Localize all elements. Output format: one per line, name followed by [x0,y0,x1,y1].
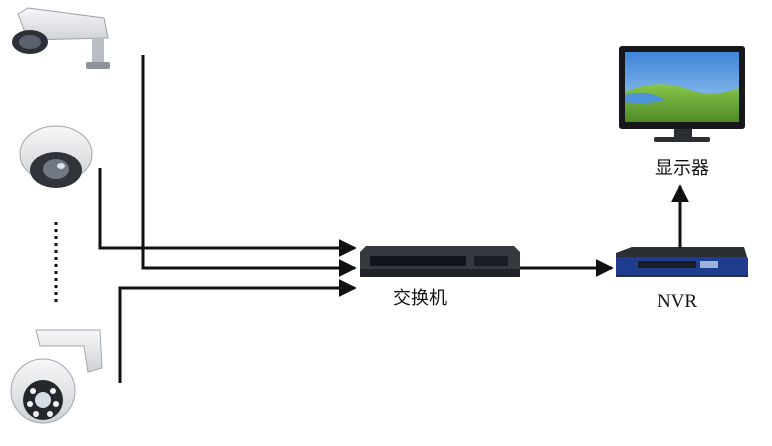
ptz-camera-icon [10,329,103,424]
nvr-label: NVR [656,291,698,312]
network-switch-icon [360,246,520,277]
dome-camera-icon [19,125,93,188]
monitor-icon [619,46,745,142]
camera-connection-lines [98,55,357,383]
switch-label: 交换机 [393,288,447,309]
monitor-label: 显示器 [655,158,709,179]
nvr-recorder-icon [616,247,748,277]
bullet-camera-icon [12,7,110,69]
